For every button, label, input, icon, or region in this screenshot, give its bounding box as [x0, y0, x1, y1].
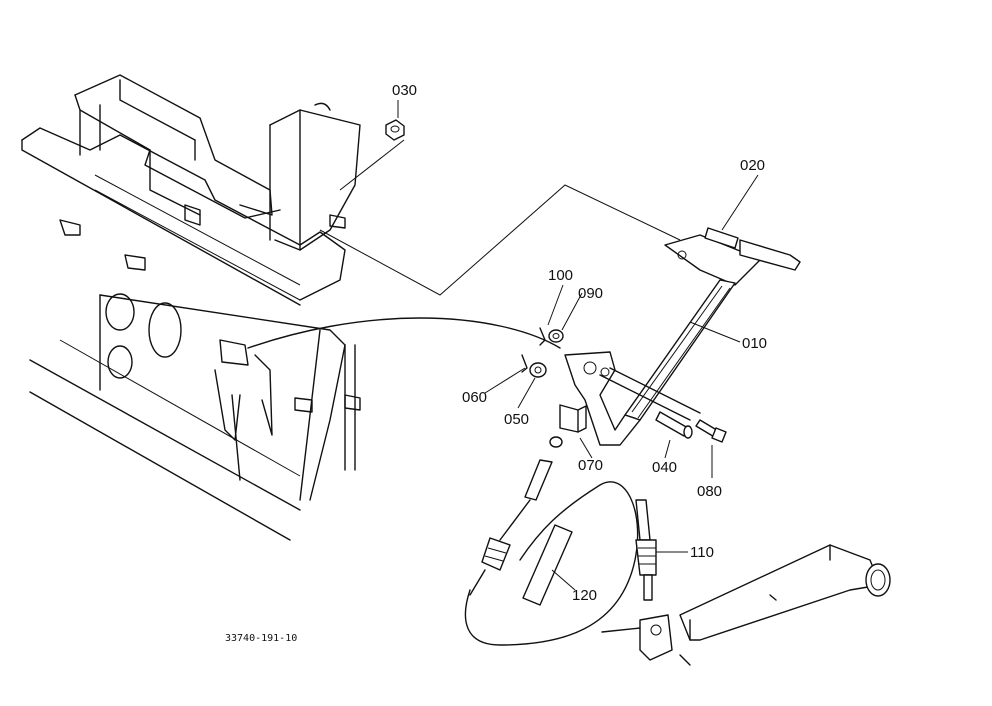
label-030: 030 — [392, 82, 417, 99]
throttle-cable-lower — [464, 481, 639, 646]
nut-030-drawing — [339, 100, 405, 191]
label-060: 060 — [462, 389, 487, 406]
frame-housing-drawing — [21, 74, 361, 541]
drawing-number: 33740-191-10 — [225, 633, 297, 644]
throttle-cable-upper — [247, 317, 561, 349]
cable-sleeve-120-drawing — [522, 524, 576, 606]
label-080: 080 — [697, 483, 722, 500]
label-020: 020 — [740, 157, 765, 174]
cable-end-110-drawing — [635, 499, 688, 601]
pedal-shaft-drawing — [601, 544, 891, 666]
pins-040-080-drawing — [655, 411, 727, 478]
leader-020-frame — [319, 184, 681, 296]
label-120: 120 — [572, 587, 597, 604]
lever-rod-010-drawing — [624, 279, 741, 421]
label-100: 100 — [548, 267, 573, 284]
label-050: 050 — [504, 411, 529, 428]
label-110: 110 — [690, 544, 714, 561]
small-parts-drawing — [484, 284, 583, 409]
label-010: 010 — [742, 335, 767, 352]
cable-end-left-drawing — [469, 436, 563, 596]
label-090: 090 — [578, 285, 603, 302]
label-040: 040 — [652, 459, 677, 476]
lever-handle-020-drawing — [664, 174, 801, 286]
clamp-070-drawing — [559, 404, 593, 459]
label-070: 070 — [578, 457, 603, 474]
lever-bracket-drawing — [564, 351, 701, 446]
